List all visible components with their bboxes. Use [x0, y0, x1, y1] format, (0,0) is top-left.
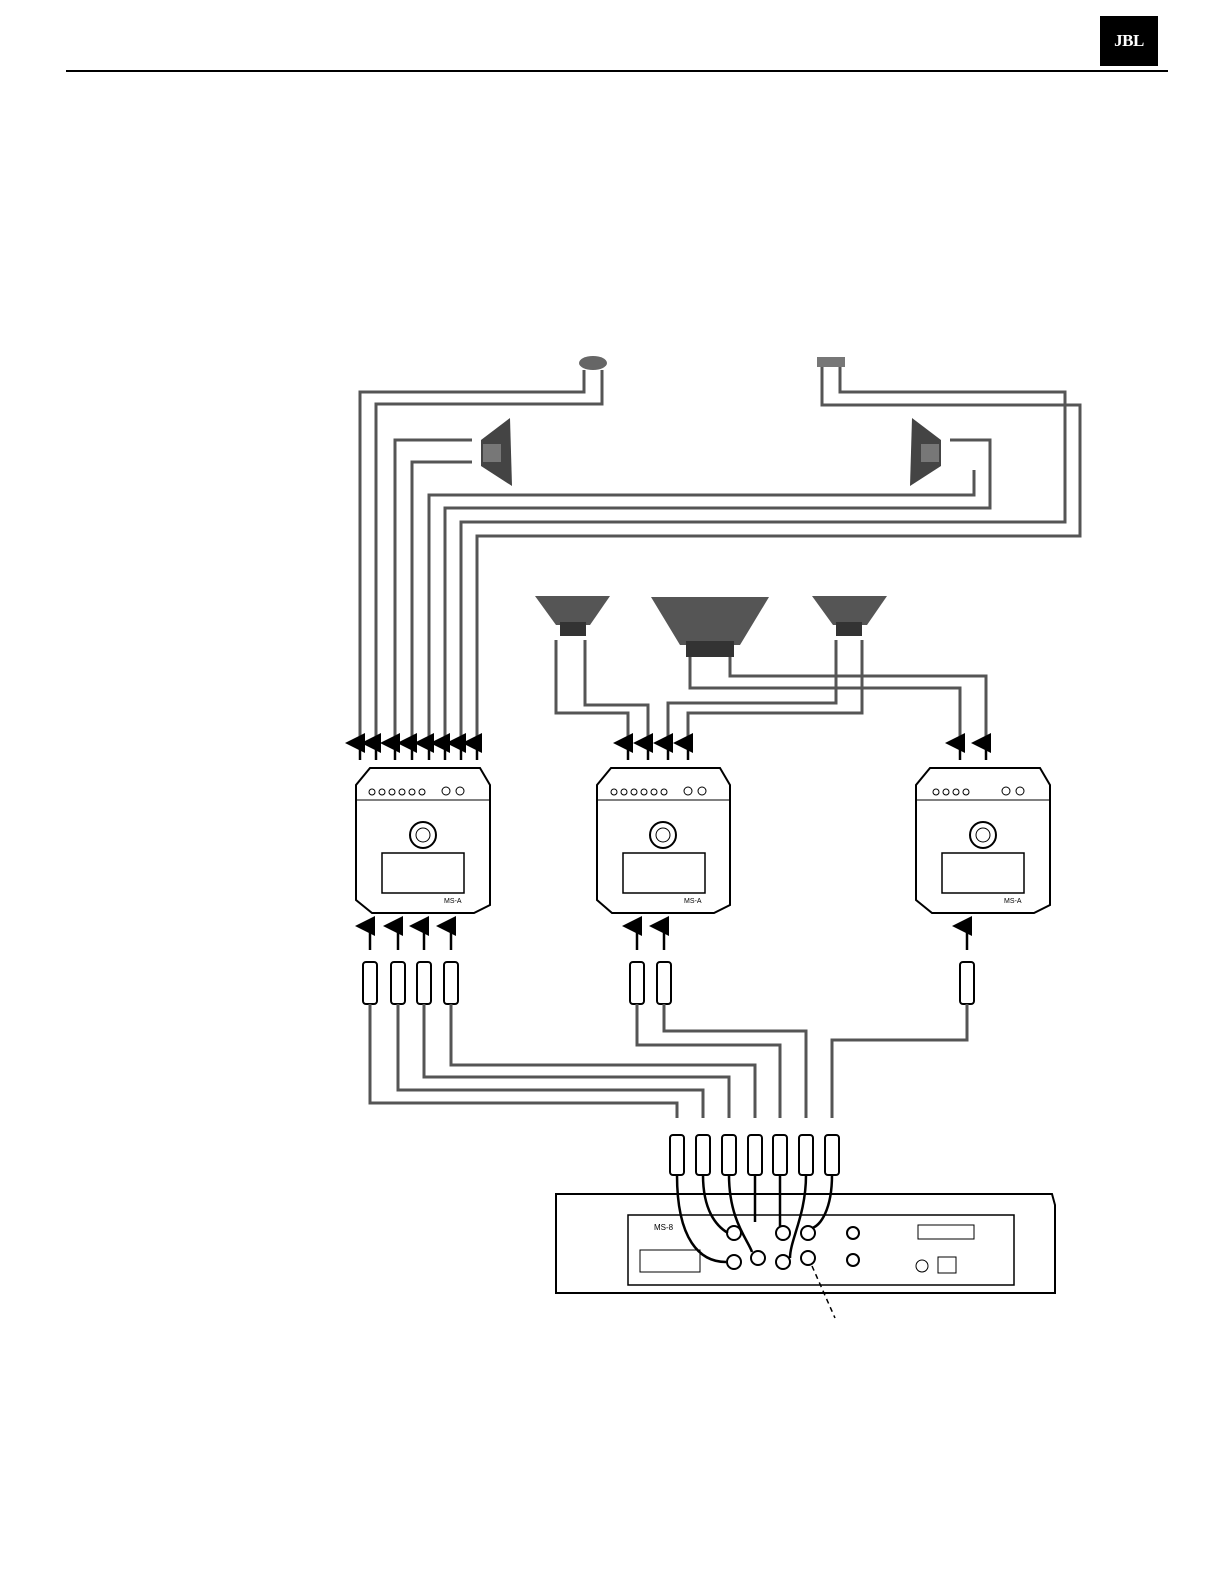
tweeter-right-icon	[817, 357, 845, 384]
amp-2-badge: MS-A	[684, 898, 702, 905]
subwoofer-icon	[651, 597, 769, 657]
woofer-left-icon	[535, 596, 610, 636]
output-arrows	[360, 743, 986, 760]
rca-plugs-processor	[670, 1135, 839, 1175]
amplifier-1: MS-A	[356, 768, 490, 913]
input-arrows	[370, 926, 967, 950]
amp-1-badge: MS-A	[444, 898, 462, 905]
rca-cables	[370, 1004, 967, 1118]
processor-badge: MS-8	[654, 1223, 674, 1232]
speaker-wires-center	[556, 640, 986, 740]
woofer-right-icon	[812, 596, 887, 636]
rca-plugs-amps	[363, 962, 974, 1004]
midrange-right-icon	[910, 418, 941, 486]
tweeter-left-icon	[579, 356, 607, 384]
amplifier-3: MS-A	[916, 768, 1050, 913]
midrange-left-icon	[481, 418, 512, 486]
amp-3-badge: MS-A	[1004, 898, 1022, 905]
amplifier-2: MS-A	[597, 768, 730, 913]
processor-unit: MS-8	[556, 1194, 1055, 1293]
